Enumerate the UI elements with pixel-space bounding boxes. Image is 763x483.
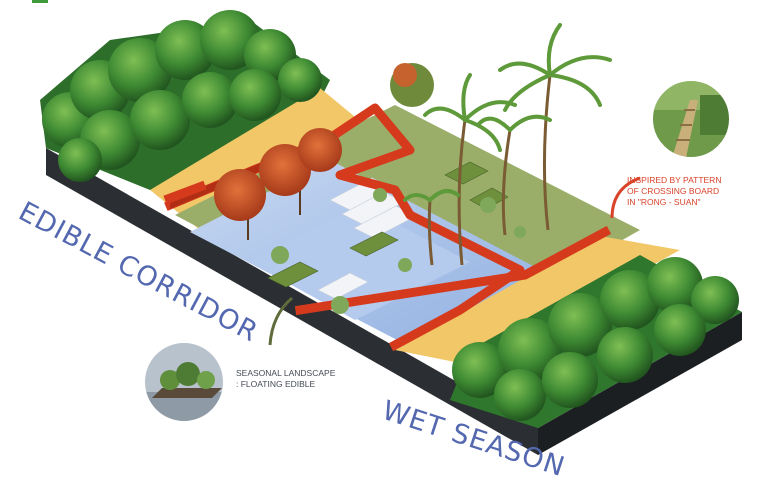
sand-strip-right xyxy=(395,236,680,365)
inspired-line-1: INSPIRED BY PATTERN xyxy=(627,175,722,185)
floating-garden-photo-icon xyxy=(144,342,224,422)
connector-seasonal xyxy=(268,296,293,346)
corner-mark xyxy=(32,0,48,3)
inspired-annotation: INSPIRED BY PATTERN OF CROSSING BOARD IN… xyxy=(627,175,721,208)
palm-trees xyxy=(427,74,552,266)
thumb-top-border xyxy=(651,79,731,159)
connector-inspired xyxy=(610,176,641,219)
red-walkway xyxy=(164,103,612,352)
flowering-trees xyxy=(214,63,434,240)
inspired-line-2: OF CROSSING BOARD xyxy=(627,186,720,196)
inspired-line-3: IN "RONG - SUAN" xyxy=(627,197,701,207)
palm-fronds xyxy=(403,23,612,202)
seasonal-line-1: SEASONAL LANDSCAPE xyxy=(236,368,336,378)
seasonal-line-2: : FLOATING EDIBLE xyxy=(236,379,316,389)
crossing-board-photo-icon xyxy=(652,80,730,158)
thumb-bottom-border xyxy=(143,341,225,423)
forest-right xyxy=(452,257,739,421)
shrubs xyxy=(271,188,526,314)
soil-side-left xyxy=(46,148,538,455)
isometric-landscape-diagram xyxy=(32,0,742,455)
planting-beds xyxy=(267,161,509,288)
water-lower xyxy=(250,205,470,320)
walkway-upper-left xyxy=(163,180,207,205)
forest-left xyxy=(42,10,322,182)
seasonal-annotation: SEASONAL LANDSCAPE : FLOATING EDIBLE xyxy=(236,368,335,390)
